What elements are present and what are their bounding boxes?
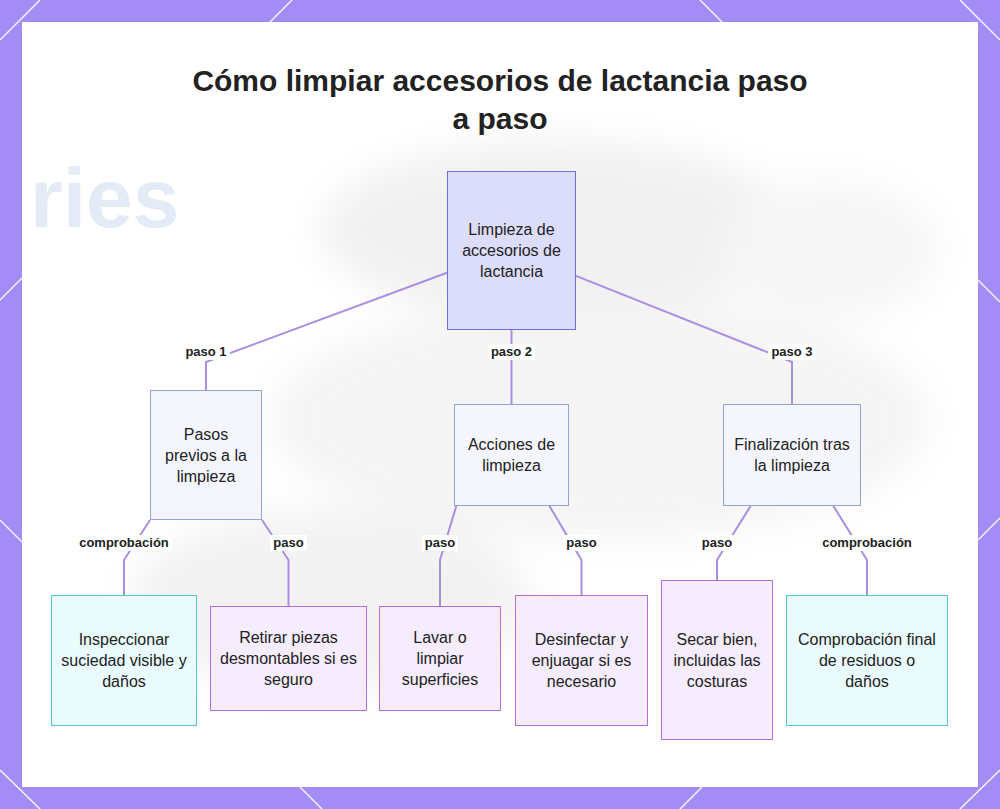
edge-label: paso: [270, 535, 306, 551]
box-text: Comprobación final de residuos o daños: [795, 629, 939, 692]
root-box: Limpieza de accesorios de lactancia: [447, 171, 576, 330]
box-text: Desinfectar y enjuagar si es necesario: [524, 629, 639, 692]
edge-label: paso: [422, 535, 458, 551]
connector-line: [262, 520, 289, 606]
box-text: Limpieza de accesorios de lactancia: [456, 219, 567, 282]
box-text-group: Inspeccionar suciedad visible y daños: [60, 629, 188, 692]
box-text: Lavar o limpiar superficies: [388, 627, 492, 690]
stage-box: Pasos previos a la limpieza: [150, 390, 262, 520]
check-box: Comprobación final de residuos o daños: [786, 595, 948, 726]
stage-box: Acciones de limpieza: [454, 404, 569, 506]
edge-label: paso 2: [488, 344, 535, 360]
stage-box: Finalización tras la limpieza: [723, 404, 861, 506]
box-text-group: Lavar o limpiar superficies: [388, 627, 492, 690]
step-box: Lavar o limpiar superficies: [379, 606, 501, 711]
edge-label: comprobación: [819, 535, 915, 551]
edge-label: paso 3: [768, 344, 815, 360]
box-text-group: Limpieza de accesorios de lactancia: [456, 219, 567, 282]
box-text-group: Desinfectar y enjuagar si es necesario: [524, 629, 639, 692]
edge-label: paso: [563, 535, 599, 551]
diagram-title: Cómo limpiar accesorios de lactancia pas…: [180, 62, 820, 138]
step-box: Secar bien, incluidas las costuras: [661, 580, 773, 740]
box-text-group: Acciones de limpieza: [463, 434, 560, 476]
box-text: Secar bien, incluidas las costuras: [670, 629, 764, 692]
box-text-group: Comprobación final de residuos o daños: [795, 629, 939, 692]
step-box: Desinfectar y enjuagar si es necesario: [515, 595, 648, 726]
connector-line: [576, 276, 792, 404]
check-box: Inspeccionar suciedad visible y daños: [51, 595, 197, 726]
connector-line: [440, 506, 456, 606]
box-text: Pasos previos a la limpieza: [159, 424, 253, 487]
box-text: Inspeccionar suciedad visible y daños: [60, 629, 188, 692]
box-text-group: Pasos previos a la limpieza: [159, 424, 253, 487]
edge-label: paso 1: [182, 344, 229, 360]
edge-label: paso: [699, 535, 735, 551]
connector-line: [124, 520, 150, 595]
box-text-group: Secar bien, incluidas las costuras: [670, 629, 764, 692]
box-text: Acciones de limpieza: [463, 434, 560, 476]
box-text-group: Finalización tras la limpieza: [732, 434, 852, 476]
connector-line: [206, 273, 447, 390]
connector-line: [511, 330, 513, 404]
box-text: Finalización tras la limpieza: [732, 434, 852, 476]
watermark-text: ries: [30, 150, 179, 246]
box-text-group: Retirar piezas desmontables si es seguro: [219, 627, 358, 690]
box-text: Retirar piezas desmontables si es seguro: [219, 627, 358, 690]
step-box: Retirar piezas desmontables si es seguro: [210, 606, 367, 711]
edge-label: comprobación: [76, 535, 172, 551]
